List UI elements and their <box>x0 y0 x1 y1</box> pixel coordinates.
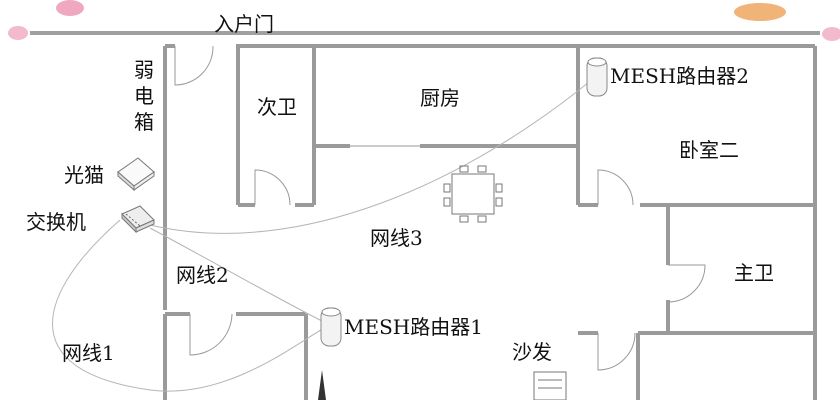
outer-wall-top <box>30 31 820 35</box>
guest-bath-walls <box>236 46 316 207</box>
decor-top-left <box>8 0 84 40</box>
cable-3 <box>149 77 595 234</box>
weak-box-char-3: 箱 <box>134 110 154 134</box>
modem-icon <box>117 157 155 192</box>
cable-1-label: 网线1 <box>62 341 115 365</box>
cable-1 <box>52 219 329 392</box>
router-icon <box>320 307 342 347</box>
dining-table-icon <box>443 165 503 223</box>
walls <box>163 44 817 400</box>
door-arc-icon <box>254 169 291 206</box>
cable-2-label: 网线2 <box>176 263 229 287</box>
kitchen-label: 厨房 <box>420 86 460 110</box>
switch-label: 交换机 <box>26 210 86 234</box>
bedroom-2-label: 卧室二 <box>679 138 739 162</box>
door-arc-icon <box>597 332 636 371</box>
entrance-door-arc-icon <box>174 45 214 86</box>
entrance-label: 入户门 <box>214 12 274 36</box>
switch-icon <box>121 205 155 234</box>
cables <box>52 77 595 392</box>
door-arc-icon <box>667 264 706 303</box>
mesh-router-1-label: MESH路由器1 <box>344 315 483 339</box>
cable-2 <box>149 227 325 323</box>
router-icon <box>586 57 608 97</box>
decor-top-right <box>734 3 840 41</box>
sofa-label: 沙发 <box>512 340 552 364</box>
weak-box-char-2: 电 <box>134 84 154 108</box>
plant-icon <box>318 370 326 400</box>
door-arc-icon <box>189 313 233 356</box>
master-bath-label: 主卫 <box>734 261 774 285</box>
optical-modem-label: 光猫 <box>64 163 104 187</box>
master-bath-walls <box>666 205 815 335</box>
lower-right-walls <box>578 331 668 400</box>
guest-bath-label: 次卫 <box>257 95 297 119</box>
weak-box-label: 弱 电 箱 <box>134 60 154 138</box>
lower-left-walls <box>165 312 308 400</box>
mesh-router-2-label: MESH路由器2 <box>610 64 749 88</box>
weak-box-char-1: 弱 <box>134 58 154 82</box>
sofa-icon <box>533 371 567 400</box>
cable-3-label: 网线3 <box>370 226 423 250</box>
door-arc-icon <box>597 169 634 206</box>
